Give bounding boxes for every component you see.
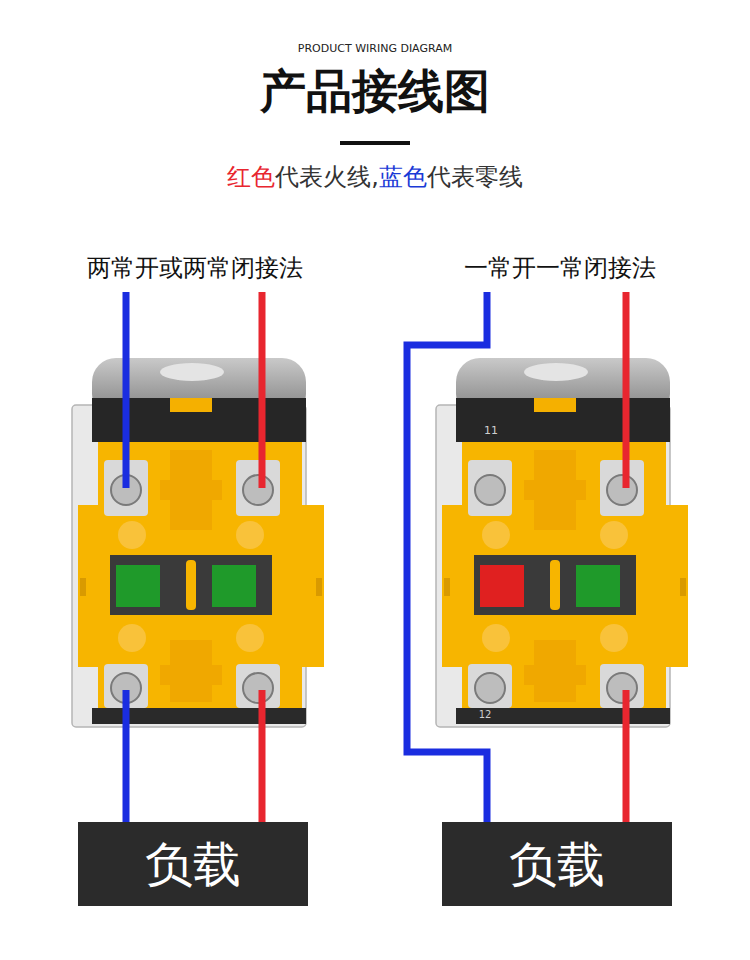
load-box-content: 负载	[509, 838, 605, 891]
load-label: 负载	[145, 838, 241, 891]
blue-legend-word: 蓝色	[379, 163, 427, 191]
wires	[126, 292, 626, 822]
page-title: 产品接线图	[0, 64, 750, 119]
section-heading: 两常开或两常闭接法	[40, 254, 350, 283]
load-box: 负载	[78, 822, 308, 906]
load-label: 负载	[509, 838, 605, 891]
subtitle-row: 红色代表火线,蓝色代表零线	[0, 162, 750, 193]
title-underline	[340, 141, 410, 145]
load-box: 负载	[442, 822, 672, 906]
english-title: PRODUCT WIRING DIAGRAM	[0, 42, 750, 55]
switch-right	[436, 358, 688, 727]
load-box-content: 负载	[145, 838, 241, 891]
red-legend-word: 红色	[227, 163, 275, 191]
terminal-number: 11	[476, 424, 506, 437]
terminal-number: 12	[470, 709, 500, 721]
switch-left	[72, 358, 324, 727]
subtitle-text: 代表火线,	[275, 163, 379, 191]
section-heading: 一常开一常闭接法	[410, 254, 710, 283]
subtitle-text: 代表零线	[427, 163, 523, 191]
